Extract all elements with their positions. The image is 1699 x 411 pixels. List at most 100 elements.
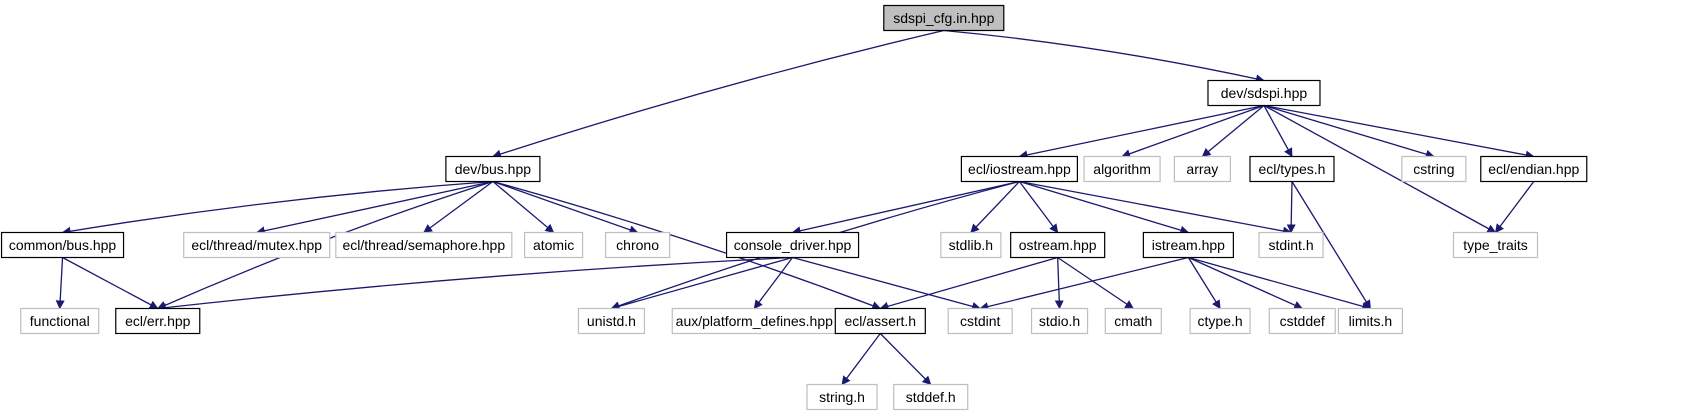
- node-istream[interactable]: istream.hpp: [1142, 231, 1234, 259]
- node-label: functional: [30, 313, 90, 329]
- edge-types-to-limits: [1291, 181, 1371, 310]
- node-err[interactable]: ecl/err.hpp: [115, 307, 201, 335]
- node-box: [604, 231, 671, 259]
- node-label: aux/platform_defines.hpp: [676, 313, 833, 329]
- node-assert[interactable]: ecl/assert.h: [834, 307, 926, 335]
- node-box: [523, 231, 584, 259]
- node-box: [1207, 79, 1321, 107]
- node-label: stddef.h: [906, 389, 956, 405]
- node-box: [1030, 307, 1089, 335]
- node-label: ecl/types.h: [1259, 161, 1326, 177]
- node-box: [335, 231, 513, 259]
- node-label: limits.h: [1349, 313, 1393, 329]
- node-label: type_traits: [1463, 237, 1528, 253]
- node-platform: aux/platform_defines.hpp: [671, 307, 837, 335]
- edge-bus-to-chrono: [492, 180, 639, 235]
- node-label: chrono: [616, 237, 659, 253]
- node-ctype: ctype.h: [1189, 307, 1251, 335]
- edge-console-to-cstdint: [792, 256, 982, 311]
- node-chrono: chrono: [604, 231, 671, 259]
- node-label: cstring: [1413, 161, 1454, 177]
- edge-console-to-platform: [753, 257, 794, 310]
- node-label: array: [1186, 161, 1218, 177]
- node-box: [1337, 307, 1404, 335]
- node-string: string.h: [806, 383, 878, 411]
- node-semaphore: ecl/thread/semaphore.hpp: [335, 231, 513, 259]
- node-box: [445, 155, 541, 183]
- node-cmath: cmath: [1104, 307, 1162, 335]
- node-label: cstdint: [960, 313, 1001, 329]
- edge-bus-to-atomic: [492, 181, 555, 234]
- edge-bus-to-assert: [492, 180, 882, 310]
- edge-istream-to-limits: [1188, 256, 1372, 311]
- node-label: ctype.h: [1198, 313, 1243, 329]
- node-algorithm: algorithm: [1083, 155, 1161, 183]
- node-box: [1401, 155, 1467, 183]
- edge-istream-to-cstdint: [979, 256, 1189, 311]
- edge-console-to-err: [156, 256, 793, 313]
- node-box: [834, 307, 926, 335]
- node-label: cmath: [1114, 313, 1152, 329]
- edge-console-to-unistd: [610, 256, 793, 311]
- edge-common_bus-to-functional: [55, 257, 65, 310]
- node-sdspi[interactable]: dev/sdspi.hpp: [1207, 79, 1321, 107]
- node-types[interactable]: ecl/types.h: [1249, 155, 1335, 183]
- node-unistd: unistd.h: [577, 307, 646, 335]
- node-box: [671, 307, 837, 335]
- edge-iostream-to-stdint: [1019, 180, 1292, 236]
- node-label: ecl/endian.hpp: [1488, 161, 1579, 177]
- edge-sdspi-to-array: [1201, 104, 1265, 158]
- node-common-bus[interactable]: common/bus.hpp: [0, 231, 125, 259]
- node-limits: limits.h: [1337, 307, 1404, 335]
- node-label: unistd.h: [587, 313, 636, 329]
- node-console[interactable]: console_driver.hpp: [725, 231, 860, 259]
- node-functional: functional: [20, 307, 100, 335]
- node-box: [1249, 155, 1335, 183]
- edge-ostream-to-cmath: [1057, 256, 1135, 310]
- edge-ostream-to-stdio: [1054, 257, 1064, 310]
- node-cstdint: cstdint: [947, 307, 1013, 335]
- edge-sdspi-to-iostream: [1018, 104, 1265, 160]
- node-ostream[interactable]: ostream.hpp: [1010, 231, 1106, 259]
- node-label: ostream.hpp: [1019, 237, 1097, 253]
- edge-iostream-to-console: [791, 180, 1020, 236]
- edge-iostream-to-ostream: [1018, 181, 1059, 234]
- node-label: atomic: [533, 237, 574, 253]
- node-box: [1189, 307, 1251, 335]
- node-box: [940, 231, 1002, 259]
- node-label: console_driver.hpp: [734, 237, 852, 253]
- edge-iostream-to-stdlib: [970, 181, 1020, 234]
- node-stddef: stddef.h: [893, 383, 969, 411]
- node-array: array: [1173, 155, 1231, 183]
- edge-sdspi-to-algorithm: [1121, 104, 1265, 158]
- edge-iostream-to-istream: [1019, 180, 1190, 235]
- node-box: [883, 4, 1005, 32]
- node-box: [960, 155, 1079, 183]
- node-label: stdio.h: [1039, 313, 1080, 329]
- node-label: ecl/assert.h: [845, 313, 917, 329]
- edge-assert-to-string: [841, 333, 881, 386]
- edge-sdspi-to-endian: [1263, 104, 1535, 160]
- node-type-traits: type_traits: [1452, 231, 1539, 259]
- node-label: istream.hpp: [1152, 237, 1225, 253]
- node-box: [1104, 307, 1162, 335]
- edge-bus-to-common_bus: [61, 180, 493, 236]
- edge-bus-to-mutex: [255, 180, 494, 236]
- node-cstring: cstring: [1401, 155, 1467, 183]
- node-box: [1452, 231, 1539, 259]
- node-label: stdint.h: [1268, 237, 1313, 253]
- edge-types-to-stdint: [1286, 181, 1296, 234]
- node-endian[interactable]: ecl/endian.hpp: [1480, 155, 1588, 183]
- node-box: [183, 231, 331, 259]
- node-box: [1258, 231, 1324, 259]
- node-iostream[interactable]: ecl/iostream.hpp: [960, 155, 1079, 183]
- node-stdlib: stdlib.h: [940, 231, 1002, 259]
- edge-common_bus-to-err: [62, 256, 159, 310]
- node-box: [115, 307, 201, 335]
- edge-ostream-to-assert: [879, 256, 1058, 311]
- edge-root-to-bus: [492, 29, 944, 159]
- node-label: ecl/iostream.hpp: [968, 161, 1071, 177]
- node-label: string.h: [819, 389, 865, 405]
- node-bus[interactable]: dev/bus.hpp: [445, 155, 541, 183]
